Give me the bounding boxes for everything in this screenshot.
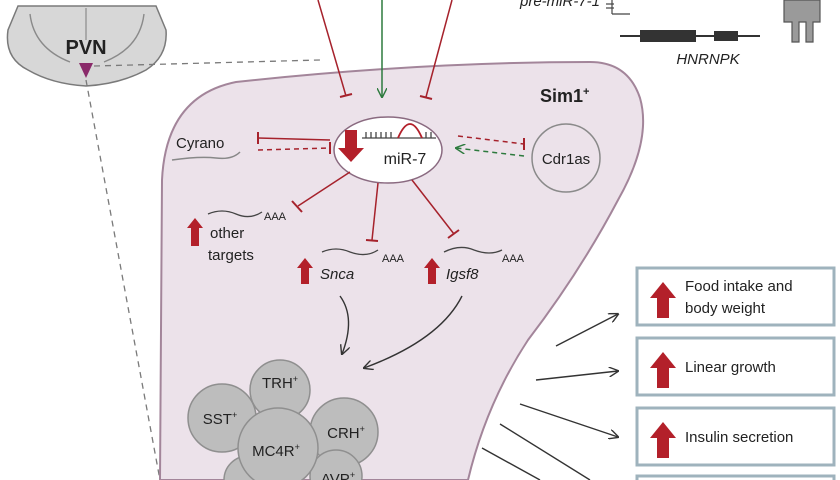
- outcome-box-partial: [635, 474, 836, 480]
- up-arrow-icon: [650, 352, 676, 388]
- snca-to-neurons-arrow: [339, 295, 349, 354]
- neuron-cluster: [187, 359, 379, 480]
- zoom-connector-lines: [85, 59, 321, 480]
- sst-label: SST+: [203, 410, 237, 428]
- hnrnpk-gene-diagram: [620, 30, 760, 42]
- igsf8-to-neurons-arrow: [364, 295, 463, 368]
- neuron-mc4r: [237, 407, 319, 480]
- outcome-box-growth: Linear growth: [635, 336, 836, 397]
- trh-label: TRH+: [262, 374, 298, 392]
- cyrano-inhibition: [257, 132, 331, 154]
- upstream-inputs: [317, 0, 453, 100]
- other-targets-line2: targets: [208, 247, 254, 264]
- cyrano-transcript: [171, 151, 241, 161]
- cdr1as-activation: [456, 148, 525, 157]
- mir7-hub: [333, 116, 443, 184]
- snca-tail: AAA: [382, 253, 405, 265]
- outcome-box-food: Food intake and body weight: [635, 266, 836, 327]
- snca-transcript: [321, 248, 379, 256]
- brain-section: PVN: [6, 5, 167, 87]
- snca-label: Snca: [320, 266, 354, 283]
- outcome-growth-label: Linear growth: [685, 359, 776, 376]
- hnrnpk-label: HNRNPK: [676, 51, 740, 68]
- cdr1as-label: Cdr1as: [542, 151, 590, 168]
- pvn-label: PVN: [65, 37, 106, 59]
- down-arrow-icon: [338, 130, 364, 162]
- mir7-hairpin-icon: [362, 123, 436, 139]
- crh-label: CRH+: [327, 424, 365, 442]
- human-figure-icon: [783, 0, 821, 43]
- other-targets-line1: other: [210, 225, 244, 242]
- pvn-marker: [79, 63, 93, 78]
- up-arrow-icon: [187, 218, 203, 246]
- up-arrow-icon: [424, 258, 440, 284]
- up-arrow-icon: [650, 282, 676, 318]
- avp-label: AVP+: [321, 470, 355, 480]
- sim1-label: Sim1+: [540, 86, 589, 106]
- outcome-food-line2: body weight: [685, 300, 766, 317]
- effect-arrows: [481, 314, 618, 480]
- outcome-food-line1: Food intake and: [685, 278, 793, 295]
- hairpin-icon: [606, 0, 630, 15]
- igsf8-tail: AAA: [502, 253, 525, 265]
- mir7-label: miR-7: [384, 151, 427, 168]
- neuron-avp: [309, 449, 363, 480]
- cyrano-label: Cyrano: [176, 135, 224, 152]
- other-targets-transcript: [207, 210, 263, 218]
- other-targets-tail: AAA: [264, 211, 287, 223]
- cdr1as-inhibition: [457, 135, 525, 145]
- pre-mir7-label: pre-miR-7-1: [519, 0, 600, 10]
- up-arrow-icon: [297, 258, 313, 284]
- igsf8-label: Igsf8: [446, 266, 479, 283]
- target-repression-lines: [291, 171, 460, 242]
- igsf8-transcript: [443, 246, 503, 254]
- outcome-box-insulin: Insulin secretion: [635, 406, 836, 467]
- up-arrow-icon: [650, 422, 676, 458]
- cdr1as-circle: [531, 123, 601, 193]
- mc4r-label: MC4R+: [252, 442, 300, 460]
- outcome-insulin-label: Insulin secretion: [685, 429, 793, 446]
